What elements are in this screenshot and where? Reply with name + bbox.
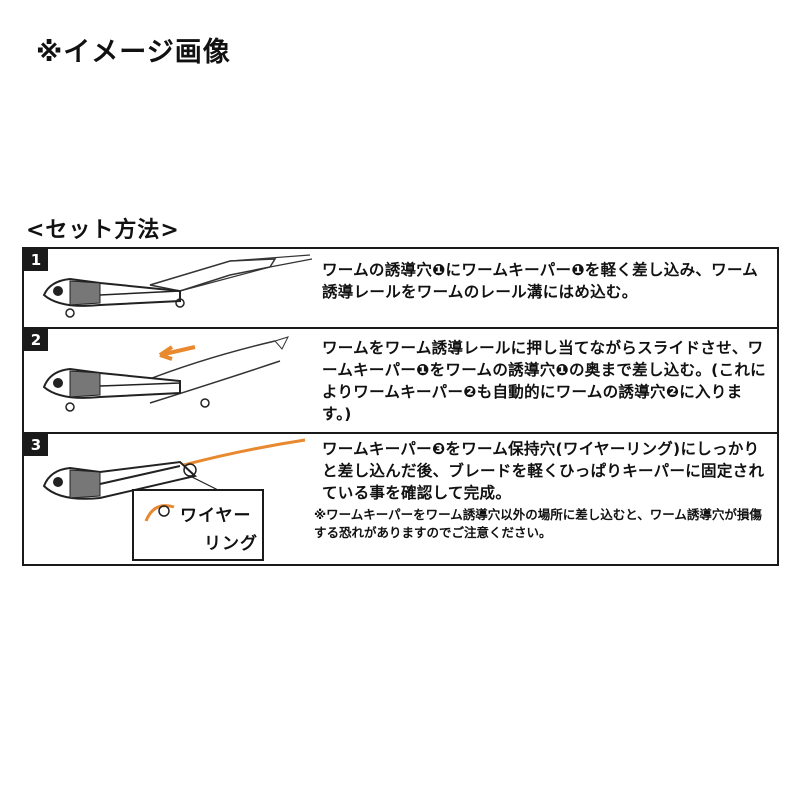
caution-note: ※ワームキーパーをワーム誘導穴以外の場所に差し込むと、ワーム誘導穴が損傷する恐れ… [314,507,762,540]
step-2-illustration [42,336,289,412]
image-caption: ※イメージ画像 [36,37,231,68]
step-1-illustration [42,254,313,318]
step-3-text: ワームキーパー❸をワーム保持穴(ワイヤーリング)にしっかりと差し込んだ後、ブレー… [322,440,765,502]
wire-ring-icon [144,504,175,522]
wire-ring-callout: ワイヤー リング [132,489,264,561]
step-number: 3 [24,434,48,456]
steps-panel: 1 ワームの誘導穴❶にワームキーパー❶を軽く差し込み、ワーム誘導レールをワームの… [22,247,779,566]
step-number: 2 [24,329,48,351]
step-2-text: ワームをワーム誘導レールに押し当てながらスライドさせ、ワームキーパー❶をワームの… [322,339,766,423]
section-title: <セット方法> [26,218,180,243]
step-3: ワイヤー リング 3 ワームキーパー❸をワーム保持穴(ワイヤーリング)にしっかり… [24,432,777,564]
step-1: 1 ワームの誘導穴❶にワームキーパー❶を軽く差し込み、ワーム誘導レールをワームの… [24,249,777,327]
step-number: 1 [24,249,48,271]
step-2: 2 ワームをワーム誘導レールに押し当てながらスライドさせ、ワームキーパー❶をワー… [24,327,777,432]
step-1-text: ワームの誘導穴❶にワームキーパー❶を軽く差し込み、ワーム誘導レールをワームのレー… [322,261,759,301]
wire-label-line1: ワイヤー [180,506,252,526]
wire-label-line2: リング [204,534,258,554]
